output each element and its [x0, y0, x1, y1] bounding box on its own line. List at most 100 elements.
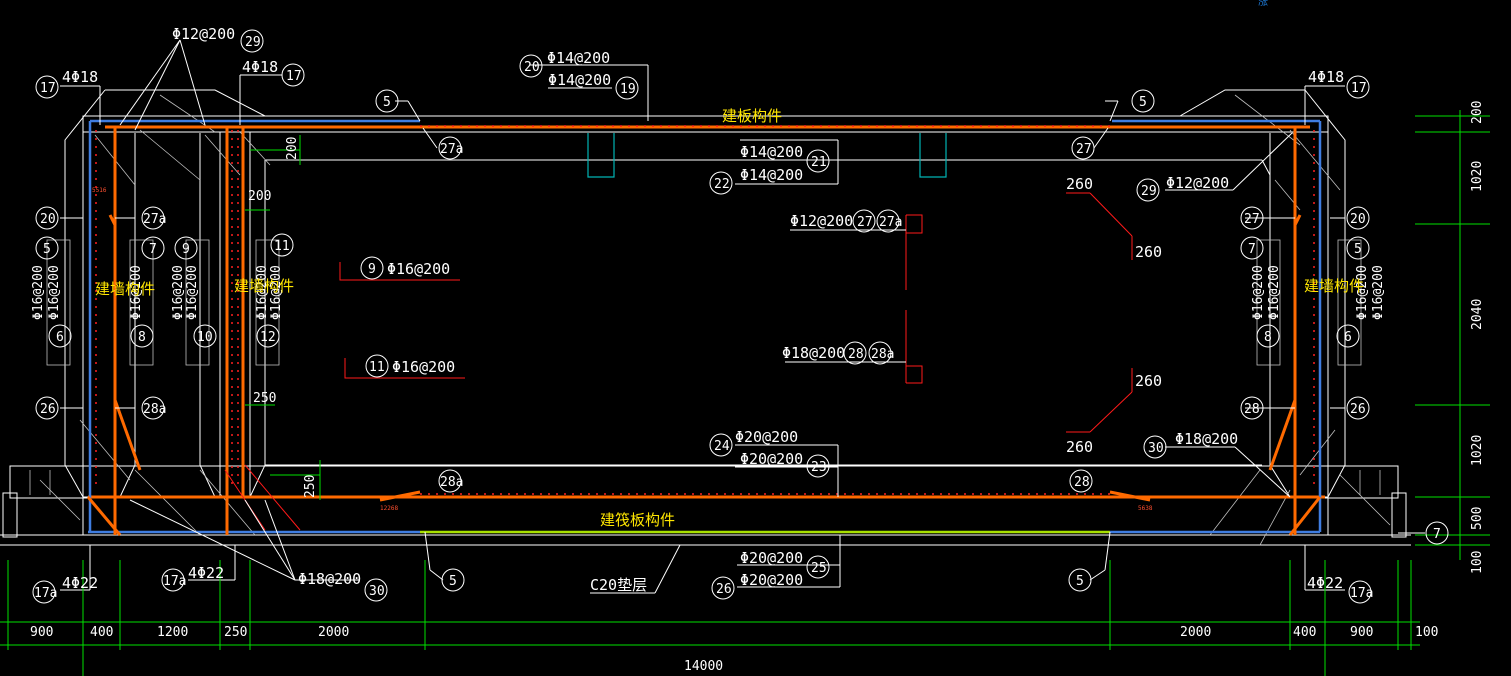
- callout-texts: 涨 Φ12@200 29 17 4Φ18 4Φ18 17 20 Φ14@200 …: [31, 0, 1441, 601]
- lw-rebar-4: Φ16@200: [171, 265, 186, 320]
- c21b-text: Φ20@200: [740, 549, 803, 567]
- rw-rebar-3: Φ16@200: [1355, 265, 1370, 320]
- dim-250-bot: 250: [303, 475, 318, 498]
- lw-c6: 6: [56, 330, 64, 345]
- rw-c8: 8: [1264, 330, 1272, 345]
- c27-mid-num2: 27a: [879, 215, 902, 230]
- c17a-left-text: 4Φ22: [62, 574, 98, 592]
- dim-250-left: 250: [253, 391, 276, 406]
- bottom-dim-3: 1200: [157, 625, 188, 640]
- c24-text: Φ20@200: [735, 428, 798, 446]
- label-slab: 建板构件: [722, 107, 782, 125]
- c9-text: Φ16@200: [387, 260, 450, 278]
- rebar-lines: [86, 119, 1325, 536]
- c17-right-text: 4Φ18: [1308, 68, 1344, 86]
- c30-right-text: Φ18@200: [1175, 430, 1238, 448]
- lw-c26: 26: [40, 402, 56, 417]
- right-dim-5: 500: [1470, 507, 1485, 530]
- c24-num: 24: [714, 439, 730, 454]
- c27-mid-text: Φ12@200: [790, 212, 853, 230]
- c29-top-num: 29: [245, 35, 261, 50]
- right-dim-1: 200: [1470, 101, 1485, 124]
- c22-num: 22: [714, 177, 730, 192]
- c7-right-edge: 7: [1433, 527, 1441, 542]
- lap-3: 5638: [1138, 505, 1153, 512]
- c29-right-text: Φ12@200: [1166, 174, 1229, 192]
- bottom-dim-6: 2000: [1180, 625, 1211, 640]
- top-corner-text: 涨: [1258, 0, 1268, 8]
- lw-rebar-7: Φ16@200: [269, 265, 284, 320]
- rw-c5: 5: [1354, 242, 1362, 257]
- c5-top-left: 5: [383, 95, 391, 110]
- lw-rebar-1: Φ16@200: [31, 265, 46, 320]
- bottom-dim-2: 400: [90, 625, 113, 640]
- dimension-texts: 900 400 1200 250 2000 2000 400 900 100 1…: [30, 101, 1485, 674]
- c9-num: 9: [368, 262, 376, 277]
- dim-200-mid: 200: [248, 189, 271, 204]
- bottom-dim-8: 900: [1350, 625, 1373, 640]
- c17-mid-text: 4Φ18: [242, 58, 278, 76]
- c19-top-num: 19: [620, 82, 636, 97]
- dim-200-top: 200: [285, 137, 300, 160]
- right-dim-6: 100: [1470, 551, 1485, 574]
- c17-left-text: 4Φ18: [62, 68, 98, 86]
- c19-top-text: Φ14@200: [548, 71, 611, 89]
- c17-mid-num: 17: [286, 69, 302, 84]
- bottom-dim-4: 250: [224, 625, 247, 640]
- dim-260-2: 260: [1135, 243, 1162, 261]
- c17-left-num: 17: [40, 81, 56, 96]
- c22-text: Φ14@200: [740, 166, 803, 184]
- dim-260-4: 260: [1066, 438, 1093, 456]
- c17a-mid-num: 17a: [163, 574, 186, 589]
- lap-1: 5516: [92, 187, 107, 194]
- lw-c28a: 28a: [143, 402, 166, 417]
- c27-mid-num1: 27: [857, 215, 873, 230]
- c5-bot-left: 5: [449, 574, 457, 589]
- dim-260-1: 260: [1066, 175, 1093, 193]
- label-raft: 建筏板构件: [600, 511, 675, 529]
- rw-c20: 20: [1350, 212, 1366, 227]
- callout-circles: [32, 29, 1449, 604]
- bottom-dim-7: 400: [1293, 625, 1316, 640]
- c29-right-num: 29: [1141, 184, 1157, 199]
- lw-c7: 7: [149, 242, 157, 257]
- right-dim-4: 1020: [1470, 435, 1485, 466]
- c28a-bot-left: 28a: [440, 475, 463, 490]
- right-dim-3: 2040: [1470, 299, 1485, 330]
- total-dim: 14000: [684, 659, 723, 674]
- leader-lines: [46, 39, 1425, 594]
- c17a-right-text: 4Φ22: [1307, 574, 1343, 592]
- c23-num: 23: [811, 460, 827, 475]
- lw-c5: 5: [43, 242, 51, 257]
- c28-mid-num1: 28: [848, 347, 864, 362]
- c17a-mid-text: 4Φ22: [188, 564, 224, 582]
- c27a-top-left: 27a: [440, 142, 463, 157]
- rw-rebar-2: Φ16@200: [1267, 265, 1282, 320]
- lw-c20: 20: [40, 212, 56, 227]
- bottom-dim-9: 100: [1415, 625, 1438, 640]
- lw-c11: 11: [274, 239, 290, 254]
- c20-top-text: Φ14@200: [547, 49, 610, 67]
- lw-c8: 8: [138, 330, 146, 345]
- c11-text: Φ16@200: [392, 358, 455, 376]
- lap-2: 12268: [380, 505, 398, 512]
- c21-text: Φ14@200: [740, 143, 803, 161]
- c17-right-num: 17: [1351, 81, 1367, 96]
- c26b-num: 26: [716, 582, 732, 597]
- bottom-dim-5: 2000: [318, 625, 349, 640]
- rw-c6: 6: [1344, 330, 1352, 345]
- rw-c27: 27: [1244, 212, 1260, 227]
- rw-c7: 7: [1248, 242, 1256, 257]
- c30-right-num: 30: [1148, 441, 1164, 456]
- bottom-dim-1: 900: [30, 625, 53, 640]
- c21-num: 21: [811, 155, 827, 170]
- lw-rebar-3: Φ16@200: [129, 265, 144, 320]
- cushion-label: C20垫层: [590, 576, 647, 594]
- c17a-left-num: 17a: [34, 586, 57, 601]
- lw-c9: 9: [182, 242, 190, 257]
- c30-left-num: 30: [369, 584, 385, 599]
- rw-c28: 28: [1244, 402, 1260, 417]
- c28-mid-text: Φ18@200: [782, 344, 845, 362]
- rw-rebar-1: Φ16@200: [1251, 265, 1266, 320]
